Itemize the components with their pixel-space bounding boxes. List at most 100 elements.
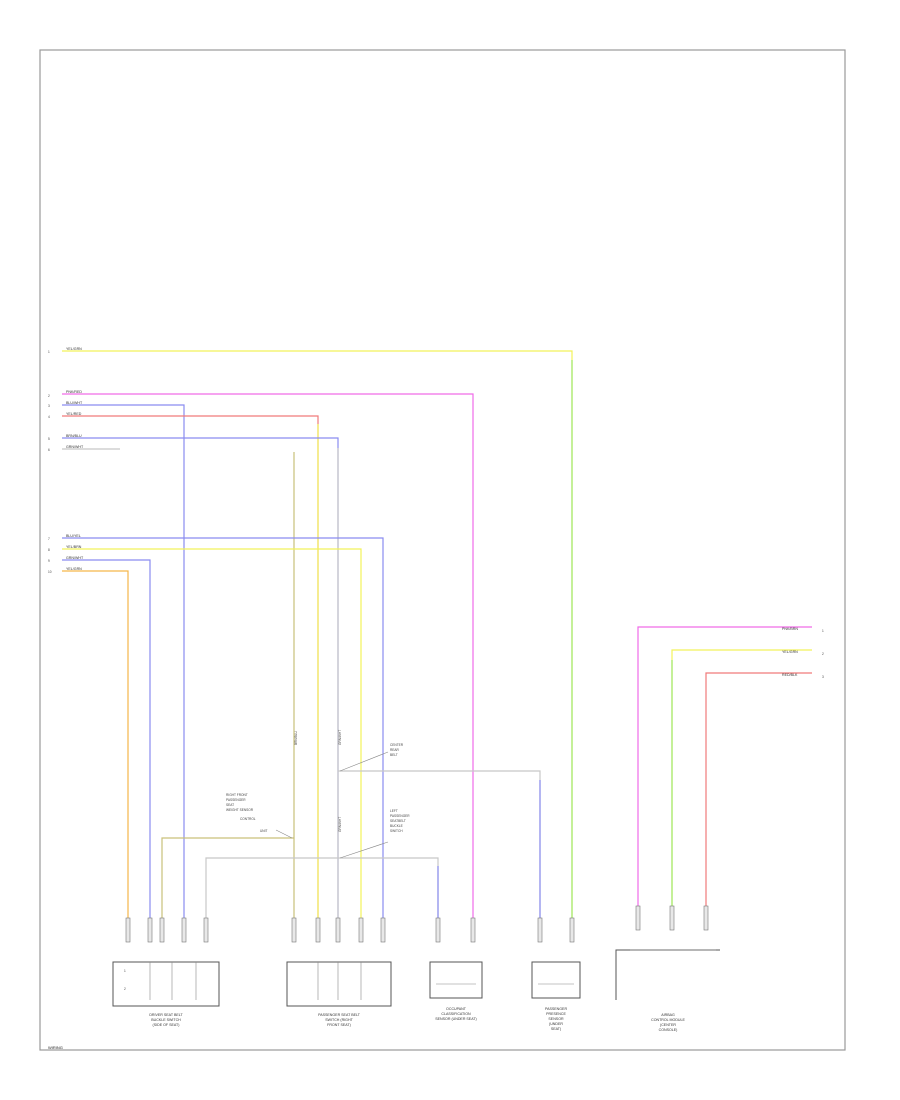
component-driver-buckle: 1 2 DRIVER SEAT BELT BUCKLE SWITCH (SIDE… — [112, 961, 220, 1027]
connector-pin — [291, 917, 297, 943]
left-pin-8: 8 — [48, 548, 50, 552]
connector-pin — [703, 905, 709, 931]
wire-gray-internal-2 — [205, 857, 338, 930]
wire-gray-internal-3 — [338, 857, 439, 930]
vertical-label-2: GRN/WHT — [338, 730, 342, 745]
svg-text:CONTROL MODULE: CONTROL MODULE — [651, 1018, 685, 1022]
right-pin-2: 2 — [822, 652, 824, 656]
svg-text:WEIGHT SENSOR: WEIGHT SENSOR — [226, 808, 254, 812]
svg-text:CONTROL: CONTROL — [240, 817, 256, 821]
wire-red-4 — [62, 415, 319, 930]
left-pin-4: 4 — [48, 415, 50, 419]
svg-text:AIRBAG: AIRBAG — [661, 1013, 675, 1017]
wire-right-yellow — [671, 649, 812, 930]
svg-text:2: 2 — [124, 987, 126, 991]
left-pin-5: 5 — [48, 437, 50, 441]
wire-blue-9 — [62, 559, 151, 930]
right-pin-1: 1 — [822, 629, 824, 633]
svg-text:OCCUPANT: OCCUPANT — [446, 1007, 467, 1011]
svg-text:PASSENGER: PASSENGER — [226, 798, 246, 802]
diagram-frame — [39, 49, 846, 1051]
svg-text:RIGHT FRONT: RIGHT FRONT — [226, 793, 248, 797]
left-pin-1: 1 — [48, 350, 50, 354]
wire-right-pink — [637, 626, 812, 930]
connector-pin — [159, 917, 165, 943]
svg-text:FRONT SEAT): FRONT SEAT) — [327, 1023, 351, 1027]
left-wire-label-8: YEL/BRN — [66, 545, 82, 549]
connector-pin — [470, 917, 476, 943]
wire-olive-internal — [161, 837, 294, 930]
component-presence-sensor: PASSENGER PRESENCE SENSOR (UNDER SEAT) — [531, 961, 581, 1031]
left-pin-7: 7 — [48, 537, 50, 541]
vertical-wire-labels: BRN/BLU GRN/WHT GRN/WHT — [294, 730, 342, 832]
left-pin-6: 6 — [48, 448, 50, 452]
wire-pink — [62, 393, 474, 930]
svg-text:SEAT: SEAT — [226, 803, 234, 807]
connector-pin — [125, 917, 131, 943]
left-wire-label-5: BRN/BLU — [66, 434, 82, 438]
wire-blue-7 — [62, 537, 384, 930]
left-wire-label-6: GRN/WHT — [66, 445, 84, 449]
svg-text:BELT: BELT — [390, 753, 398, 757]
svg-text:(SIDE OF SEAT): (SIDE OF SEAT) — [153, 1023, 180, 1027]
svg-text:REAR: REAR — [390, 748, 400, 752]
connector-pin — [380, 917, 386, 943]
svg-text:LEFT: LEFT — [390, 809, 398, 813]
component-passenger-switch: PASSENGER SEAT BELT SWITCH (RIGHT FRONT … — [286, 961, 392, 1027]
right-wire-label-1: PNK/BRN — [782, 627, 798, 631]
svg-text:BUCKLE: BUCKLE — [390, 824, 403, 828]
connector-pin — [537, 917, 543, 943]
svg-text:1: 1 — [124, 969, 126, 973]
svg-text:CLASSIFICATION: CLASSIFICATION — [441, 1012, 471, 1016]
connector-pin — [147, 917, 153, 943]
svg-text:UNIT: UNIT — [260, 829, 267, 833]
annotation-buckle-switch: LEFT PASSENGER SEATBELT BUCKLE SWITCH — [390, 809, 410, 833]
connector-pin — [181, 917, 187, 943]
svg-text:PASSENGER SEAT BELT: PASSENGER SEAT BELT — [318, 1013, 361, 1017]
vertical-label-3: GRN/WHT — [338, 817, 342, 832]
component-occupant-sensor: OCCUPANT CLASSIFICATION SENSOR (UNDER SE… — [429, 961, 483, 1021]
left-pin-10: 10 — [48, 570, 52, 574]
connector-pin — [203, 917, 209, 943]
left-pin-3: 3 — [48, 404, 50, 408]
svg-text:SWITCH (RIGHT: SWITCH (RIGHT — [325, 1018, 353, 1022]
wire-yellow-8 — [62, 548, 362, 930]
svg-text:(UNDER: (UNDER — [549, 1022, 563, 1026]
left-wire-label-10: YEL/GRN — [66, 567, 82, 571]
connector-pins — [125, 905, 709, 943]
svg-text:(CENTER: (CENTER — [660, 1023, 676, 1027]
vertical-label-1: BRN/BLU — [294, 730, 298, 745]
left-wire-label-2: PNK/RED — [66, 390, 82, 394]
connector-pin — [669, 905, 675, 931]
svg-text:SEATBELT: SEATBELT — [390, 819, 406, 823]
right-wire-label-3: RED/BLK — [782, 673, 798, 677]
connector-pin — [635, 905, 641, 931]
annotation-center-belt: CENTER REAR BELT — [390, 743, 404, 757]
component-airbag-module: AIRBAG CONTROL MODULE (CENTER CONSOLE) — [615, 949, 720, 1032]
wire-group — [62, 350, 812, 930]
left-pin-9: 9 — [48, 559, 50, 563]
svg-text:PASSENGER: PASSENGER — [390, 814, 410, 818]
left-wire-label-7: BLU/YEL — [66, 534, 81, 538]
annotation-pointers — [275, 751, 389, 859]
left-pin-2: 2 — [48, 394, 50, 398]
svg-text:PASSENGER: PASSENGER — [545, 1007, 568, 1011]
left-wire-label-4: YEL/RED — [66, 412, 82, 416]
svg-text:CENTER: CENTER — [390, 743, 404, 747]
svg-text:DRIVER SEAT BELT: DRIVER SEAT BELT — [149, 1013, 183, 1017]
svg-text:PRESENCE: PRESENCE — [546, 1012, 566, 1016]
connector-pin — [315, 917, 321, 943]
right-wire-label-2: YEL/GRN — [782, 650, 798, 654]
connector-pin — [335, 917, 341, 943]
connector-pin — [435, 917, 441, 943]
wire-gray-internal-1 — [338, 770, 541, 930]
annotation-weight-sensor: RIGHT FRONT PASSENGER SEAT WEIGHT SENSOR… — [226, 793, 267, 833]
svg-text:CONSOLE): CONSOLE) — [659, 1028, 678, 1032]
right-pin-3: 3 — [822, 675, 824, 679]
svg-text:SENSOR: SENSOR — [548, 1017, 564, 1021]
connector-pin — [569, 917, 575, 943]
wire-blue-5 — [62, 437, 339, 930]
svg-text:BUCKLE SWITCH: BUCKLE SWITCH — [151, 1018, 181, 1022]
connector-pin — [358, 917, 364, 943]
